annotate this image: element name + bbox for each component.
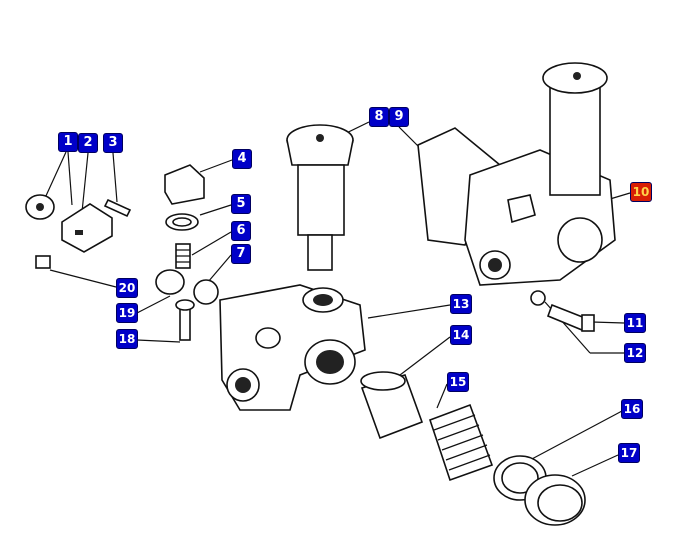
- part-pump-8: [286, 124, 354, 271]
- part-label-5[interactable]: 5: [231, 194, 251, 214]
- part-label-11[interactable]: 11: [624, 313, 646, 333]
- part-label-12[interactable]: 12: [624, 343, 646, 363]
- part-washer-12: [530, 290, 546, 306]
- part-pump-assembly-10: [464, 62, 616, 286]
- part-label-17[interactable]: 17: [618, 443, 640, 463]
- part-label-3[interactable]: 3: [103, 133, 123, 153]
- part-pin-3: [103, 198, 132, 218]
- part-valve-19: [155, 269, 219, 305]
- part-label-19[interactable]: 19: [116, 303, 138, 323]
- part-screw-20: [35, 255, 51, 269]
- part-clamp-2: [61, 203, 113, 253]
- part-label-10[interactable]: 10: [630, 182, 652, 202]
- part-label-16[interactable]: 16: [621, 399, 643, 419]
- part-label-6[interactable]: 6: [231, 221, 251, 241]
- part-sleeve-14: [360, 371, 424, 440]
- part-label-15[interactable]: 15: [447, 372, 469, 392]
- part-label-8[interactable]: 8: [369, 107, 389, 127]
- part-cap-17: [524, 474, 586, 526]
- part-label-7[interactable]: 7: [231, 244, 251, 264]
- part-bolt-11: [546, 303, 595, 332]
- part-housing-13: [219, 284, 366, 411]
- part-spring-15: [428, 403, 494, 482]
- part-label-9[interactable]: 9: [389, 107, 409, 127]
- part-washer-5: [165, 213, 199, 231]
- part-label-2[interactable]: 2: [78, 133, 98, 153]
- part-label-18[interactable]: 18: [116, 329, 138, 349]
- part-label-20[interactable]: 20: [116, 278, 138, 298]
- part-nut-1: [25, 194, 55, 220]
- part-label-14[interactable]: 14: [450, 325, 472, 345]
- part-bolt-18: [175, 299, 195, 341]
- part-plug-4: [164, 164, 205, 205]
- part-label-4[interactable]: 4: [232, 149, 252, 169]
- part-label-13[interactable]: 13: [450, 294, 472, 314]
- part-spring-6: [175, 243, 191, 269]
- part-label-1[interactable]: 1: [58, 132, 78, 152]
